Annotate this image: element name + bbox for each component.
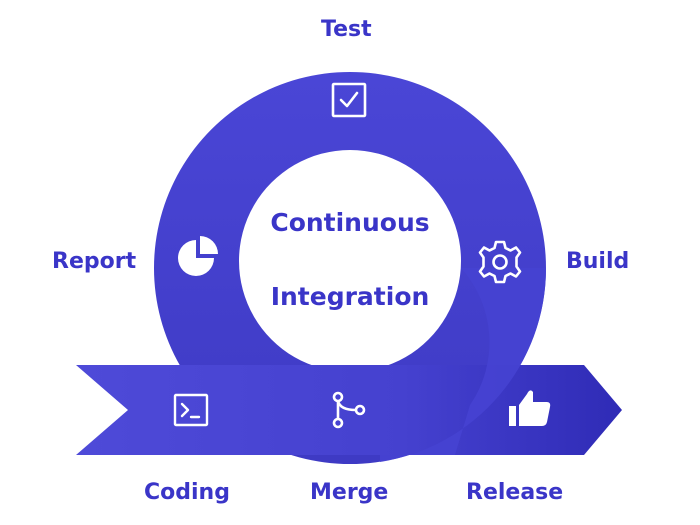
stage-label-test: Test [321,17,372,42]
pie-chart-icon [178,236,218,276]
stage-label-build: Build [566,249,630,274]
stage-label-coding: Coding [144,480,230,505]
stage-label-release: Release [466,480,564,505]
checkbox-icon [331,82,367,118]
stage-label-merge: Merge [310,480,389,505]
center-title-line2: Integration [270,282,430,311]
center-title-line1: Continuous [270,208,430,237]
terminal-icon [173,393,209,427]
cycle-ring-overlap [380,268,547,462]
gear-icon [478,240,522,284]
stage-label-report: Report [52,249,137,274]
thumbs-up-icon [509,390,551,426]
git-merge-icon [332,391,366,429]
